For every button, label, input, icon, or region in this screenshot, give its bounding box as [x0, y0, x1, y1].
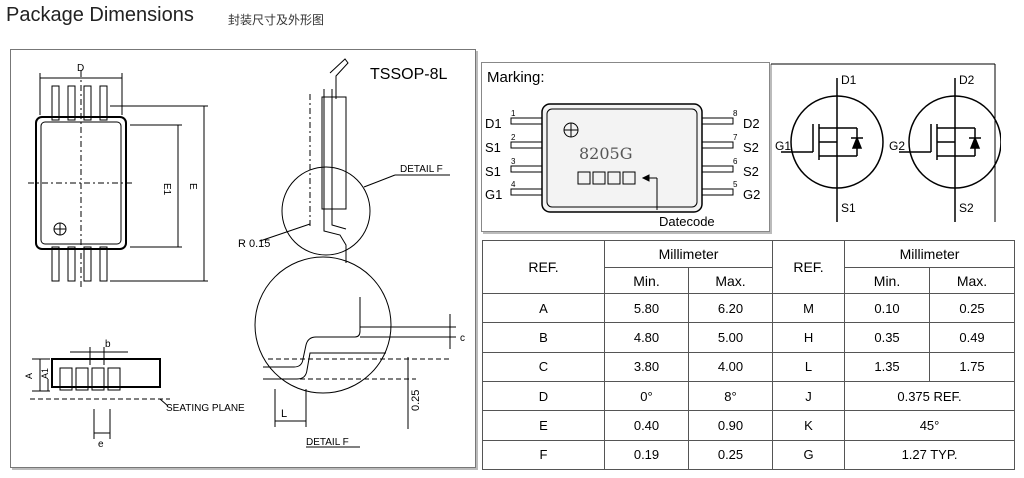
pin-name-2: S1: [485, 140, 501, 155]
cell-min: 0°: [604, 380, 689, 412]
cell-max: 0.49: [929, 322, 1016, 353]
label-g1: G1: [775, 139, 791, 153]
cell-max: 5.00: [687, 322, 774, 353]
header-unit-right: Millimeter: [844, 240, 1016, 268]
pin-name-4: G1: [485, 187, 502, 202]
cell-min: 0.10: [844, 292, 931, 324]
marking-diagram: Marking: 8205G Datecode D1 S1 S1 G1 D2 S…: [485, 69, 760, 229]
package-name: TSSOP-8L: [370, 66, 447, 83]
cell-min: 0.35: [844, 322, 931, 353]
package-drawing: D E1 E TSSOP-8L DETAIL F R 0.15 b A A1 S…: [24, 58, 465, 450]
detail-f-label-top: DETAIL F: [400, 164, 443, 175]
cell-ref: J: [772, 380, 846, 412]
pin-num-5: 5: [733, 180, 738, 189]
pin-num-6: 6: [733, 157, 738, 166]
cell-ref: D: [482, 380, 605, 412]
cell-min: 0.40: [604, 410, 689, 441]
table-row: B 4.80 5.00 H 0.35 0.49: [482, 322, 1016, 353]
dim-label-a1: A1: [40, 368, 50, 379]
cell-ref: G: [772, 439, 846, 471]
cell-ref: L: [772, 351, 846, 382]
label-d2: D2: [959, 73, 975, 87]
header-unit-left: Millimeter: [603, 240, 774, 268]
cell-min: 0.19: [604, 439, 689, 471]
pin-num-1: 1: [511, 109, 516, 118]
cell-ref: H: [772, 322, 846, 353]
cell-min: 3.80: [604, 351, 689, 382]
cell-max: 4.00: [687, 351, 774, 382]
dim-label-c: c: [460, 333, 465, 344]
header-min-right: Min.: [844, 267, 931, 294]
table-row: E 0.40 0.90 K 45°: [482, 410, 1016, 441]
table-row: A 5.80 6.20 M 0.10 0.25: [482, 292, 1016, 324]
cell-value: 45°: [844, 410, 1016, 441]
table-row: C 3.80 4.00 L 1.35 1.75: [482, 351, 1016, 382]
label-s2: S2: [959, 201, 974, 215]
table-row: F 0.19 0.25 G 1.27 TYP.: [482, 439, 1016, 471]
cell-ref: E: [482, 410, 605, 441]
page-title: Package Dimensions: [6, 4, 194, 26]
dim-label-a: A: [24, 373, 34, 379]
mosfet-schematic: D1 G1 S1 D2 G2 S2: [771, 63, 1001, 222]
pin-num-8: 8: [733, 109, 738, 118]
page-subtitle: 封装尺寸及外形图: [228, 13, 325, 27]
seating-plane-label: SEATING PLANE: [166, 403, 245, 414]
pin-name-1: D1: [485, 116, 502, 131]
label-g2: G2: [889, 139, 905, 153]
gauge-label: 0.25: [410, 390, 422, 411]
cell-ref: M: [772, 292, 846, 324]
table-row: D 0° 8° J 0.375 REF.: [482, 380, 1016, 412]
label-d1: D1: [841, 73, 857, 87]
datecode-label: Datecode: [659, 214, 715, 229]
pin-name-3: S1: [485, 164, 501, 179]
header-max-right: Max.: [929, 267, 1016, 294]
pin-name-8: D2: [743, 116, 760, 131]
package-drawing-panel: [10, 49, 476, 468]
dim-label-b: b: [105, 339, 111, 350]
pin-num-4: 4: [511, 180, 516, 189]
cell-max: 6.20: [687, 292, 774, 324]
cell-max: 0.90: [687, 410, 774, 441]
dim-label-d: D: [77, 63, 84, 74]
header-ref-right: REF.: [772, 240, 846, 294]
cell-ref: K: [772, 410, 846, 441]
cell-ref: C: [482, 351, 605, 382]
radius-label: R 0.15: [238, 238, 270, 250]
chip-marking-text: 8205G: [579, 144, 633, 163]
cell-max: 8°: [687, 380, 774, 412]
cell-value: 0.375 REF.: [844, 380, 1016, 412]
dim-label-l: L: [281, 408, 287, 420]
pin-name-6: S2: [743, 164, 759, 179]
cell-ref: A: [482, 292, 605, 324]
marking-title: Marking:: [487, 69, 545, 86]
header-ref-left: REF.: [482, 240, 605, 294]
cell-min: 4.80: [604, 322, 689, 353]
cell-ref: F: [482, 439, 605, 471]
cell-max: 0.25: [929, 292, 1016, 324]
pin-num-3: 3: [511, 157, 516, 166]
dim-label-e-pitch: e: [98, 439, 104, 450]
pin-name-7: S2: [743, 140, 759, 155]
dim-label-e: E: [187, 183, 198, 190]
pin-num-2: 2: [511, 133, 516, 142]
cell-min: 1.35: [844, 351, 931, 382]
cell-min: 5.80: [604, 292, 689, 324]
cell-ref: B: [482, 322, 605, 353]
marking-panel: [481, 62, 770, 232]
label-s1: S1: [841, 201, 856, 215]
cell-max: 1.75: [929, 351, 1016, 382]
cell-max: 0.25: [687, 439, 774, 471]
detail-f-label-bottom: DETAIL F: [306, 437, 349, 448]
pin-num-7: 7: [733, 133, 738, 142]
header-max-left: Max.: [687, 267, 774, 294]
pin-name-5: G2: [743, 187, 760, 202]
header-min-left: Min.: [604, 267, 689, 294]
dim-label-e1: E1: [161, 183, 172, 196]
cell-value: 1.27 TYP.: [844, 439, 1016, 471]
dimension-table: REF. Millimeter REF. Millimeter Min. Max…: [482, 240, 1016, 471]
